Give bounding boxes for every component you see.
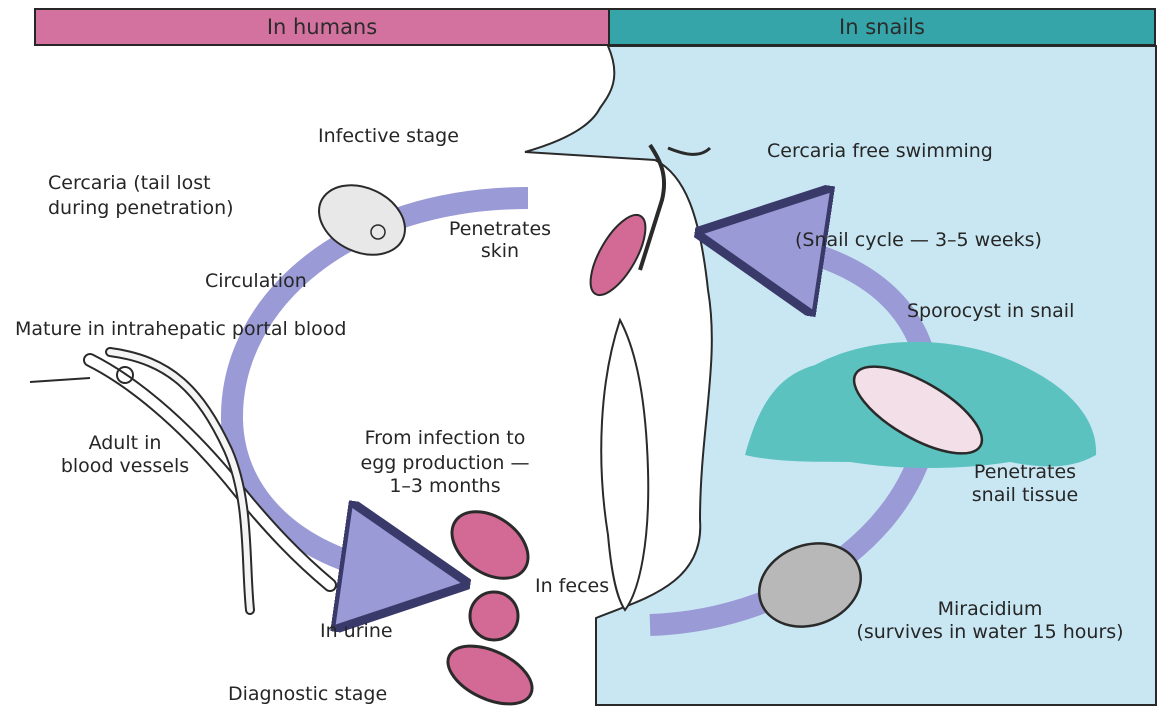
label-cercaria-free-swimming: Cercaria free swimming bbox=[767, 140, 993, 163]
human-arm-outline bbox=[601, 320, 648, 610]
egg-in-feces-illustration bbox=[440, 498, 541, 592]
label-adult-line-1: Adult in bbox=[40, 432, 210, 455]
label-infection-time-line-2: egg production — bbox=[320, 452, 570, 475]
label-penetrates-snail-line-2: snail tissue bbox=[950, 484, 1100, 507]
label-snail-cycle: (Snail cycle — 3–5 weeks) bbox=[795, 229, 1042, 252]
label-adult-line-2: blood vessels bbox=[40, 455, 210, 478]
label-penetrates-skin-line-1: Penetrates bbox=[440, 218, 560, 241]
egg-diagnostic-illustration bbox=[439, 634, 541, 716]
label-infective-stage: Infective stage bbox=[318, 125, 459, 148]
header-in-humans: In humans bbox=[34, 8, 608, 46]
header-in-snails: In snails bbox=[608, 8, 1156, 46]
label-infection-time-line-1: From infection to bbox=[320, 427, 570, 450]
label-sporocyst: Sporocyst in snail bbox=[907, 300, 1074, 323]
label-miracidium-line-2: (survives in water 15 hours) bbox=[830, 621, 1150, 644]
label-mature-in-portal-blood: Mature in intrahepatic portal blood bbox=[15, 318, 346, 341]
label-infection-time-line-3: 1–3 months bbox=[320, 475, 570, 498]
label-in-urine: In urine bbox=[320, 620, 393, 643]
label-penetrates-skin-line-2: skin bbox=[440, 240, 560, 263]
label-circulation: Circulation bbox=[205, 270, 307, 293]
label-penetrates-snail-line-1: Penetrates bbox=[950, 461, 1100, 484]
label-cercaria-tail-line-1: Cercaria (tail lost bbox=[48, 172, 211, 195]
egg-in-urine-illustration bbox=[470, 592, 518, 640]
label-miracidium-line-1: Miracidium bbox=[830, 598, 1150, 621]
label-in-feces: In feces bbox=[535, 575, 609, 598]
label-diagnostic-stage: Diagnostic stage bbox=[228, 683, 387, 706]
adult-worm-illustration bbox=[30, 352, 330, 610]
label-cercaria-tail-line-2: during penetration) bbox=[48, 197, 234, 220]
